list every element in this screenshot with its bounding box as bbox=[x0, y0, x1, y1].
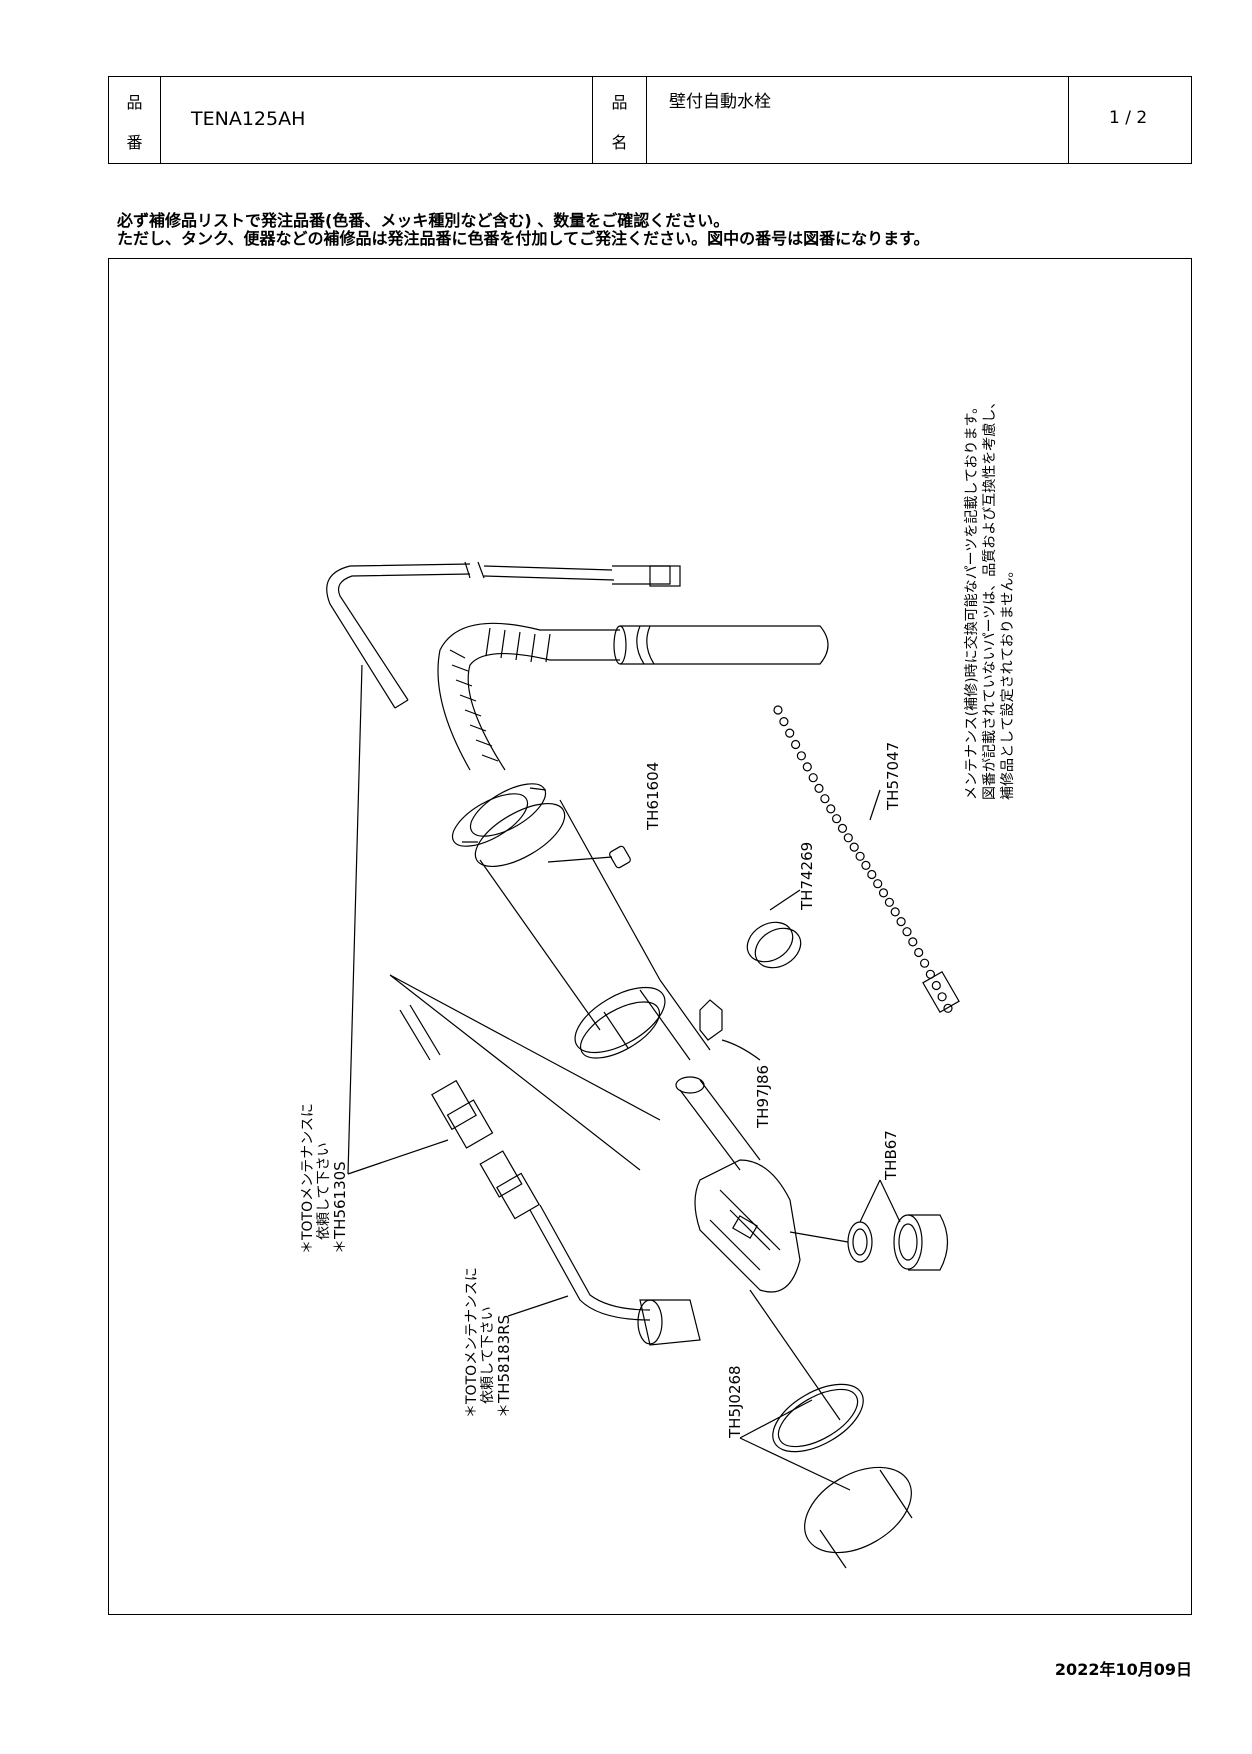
chain-bead bbox=[779, 716, 789, 727]
chain-bead bbox=[861, 860, 871, 871]
clip-th74269 bbox=[746, 921, 802, 969]
chain-bead bbox=[943, 1003, 953, 1013]
chain-bead bbox=[808, 773, 818, 783]
label-th58183rs: ＊TH58183RS bbox=[495, 1315, 513, 1418]
chain-bead bbox=[896, 916, 906, 927]
product-name-cell: 壁付自動水栓 bbox=[647, 77, 1069, 163]
connector-th58183rs bbox=[479, 1150, 701, 1346]
chain-bead bbox=[867, 869, 877, 880]
valve-assembly bbox=[694, 1159, 841, 1421]
order-notes: 必ず補修品リストで発注品番(色番、メッキ種別など含む) 、数量をご確認ください。… bbox=[117, 212, 929, 248]
issue-date: 2022年10月09日 bbox=[1054, 1660, 1192, 1679]
part-number-label-top: 品 bbox=[126, 93, 143, 112]
label-thb67: THB67 bbox=[882, 1130, 900, 1181]
screw-th61604 bbox=[547, 845, 631, 869]
note-th58183rs-line-1: ＊TOTOメンテナンスに bbox=[464, 1267, 480, 1418]
cover-th5j0268 bbox=[772, 1383, 913, 1569]
side-note-line-3: 補修品として設定されておりません。 bbox=[1000, 564, 1016, 800]
label-th57047: TH57047 bbox=[884, 742, 902, 811]
chain-bead bbox=[890, 907, 900, 917]
part-number: TENA125AH bbox=[191, 108, 306, 130]
chain-bead bbox=[902, 927, 912, 937]
order-note-line-2: ただし、タンク、便器などの補修品は発注品番に色番を付加してご発注ください。図中の… bbox=[117, 229, 930, 248]
chain-bead bbox=[855, 851, 865, 861]
label-th61604: TH61604 bbox=[644, 762, 662, 831]
seal-thb67 bbox=[789, 1214, 949, 1271]
chain-bead bbox=[814, 783, 824, 794]
main-body bbox=[474, 799, 666, 1059]
chain-bead bbox=[878, 888, 889, 898]
inner-rods bbox=[639, 979, 761, 1171]
leader-lines bbox=[347, 664, 901, 1491]
chain-bead bbox=[931, 980, 941, 991]
product-name: 壁付自動水栓 bbox=[669, 92, 771, 112]
product-name-label-bottom: 名 bbox=[611, 133, 628, 152]
part-number-label-cell: 品 番 bbox=[109, 77, 161, 163]
chain-bead bbox=[826, 804, 836, 814]
chain-bead bbox=[843, 833, 853, 843]
part-number-label-bottom: 番 bbox=[126, 133, 143, 152]
chain-bead bbox=[884, 897, 895, 907]
chain-bead bbox=[773, 705, 783, 715]
corrugated-hose bbox=[437, 622, 620, 771]
upper-rod bbox=[613, 625, 829, 665]
chain-bead bbox=[831, 814, 842, 824]
bent-rod bbox=[326, 561, 681, 709]
label-th56130s: ＊TH56130S bbox=[331, 1161, 349, 1254]
side-note: メンテナンス(補修)時に交換可能なパーツを記載しております。 図番が記載されてい… bbox=[963, 395, 1016, 800]
chain-th57047 bbox=[773, 705, 960, 1014]
product-name-label-cell: 品 名 bbox=[593, 77, 647, 163]
chain-bead bbox=[820, 794, 830, 804]
exploded-diagram-frame bbox=[108, 258, 1192, 1615]
order-note-line-1: 必ず補修品リストで発注品番(色番、メッキ種別など含む) 、数量をご確認ください。 bbox=[117, 211, 730, 230]
chain-bead bbox=[849, 842, 859, 852]
chain-bead bbox=[785, 728, 795, 738]
label-th97j86: TH97J86 bbox=[754, 1065, 772, 1129]
title-block: 品 番 TENA125AH 品 名 壁付自動水栓 1 / 2 bbox=[108, 76, 1192, 164]
page-cell: 1 / 2 bbox=[1069, 77, 1191, 163]
side-note-line-1: メンテナンス(補修)時に交換可能なパーツを記載しております。 bbox=[963, 400, 980, 800]
chain-tag bbox=[922, 970, 960, 1014]
flange-nut bbox=[451, 783, 547, 847]
label-th74269: TH74269 bbox=[798, 842, 816, 911]
chain-bead bbox=[873, 879, 883, 889]
chain-bead bbox=[914, 947, 924, 958]
note-th56130s-line-2: 依頼して下さい bbox=[316, 1142, 332, 1240]
page-number: 1 / 2 bbox=[1109, 108, 1148, 128]
part-number-cell: TENA125AH bbox=[161, 77, 593, 163]
label-th5j0268: TH5J0268 bbox=[726, 1365, 744, 1439]
chain-bead bbox=[837, 823, 848, 834]
chain-bead bbox=[919, 958, 930, 968]
side-note-line-2: 図番が記載されていないパーツは、品質および互換性を考慮し、 bbox=[981, 395, 998, 800]
note-th56130s-line-1: ＊TOTOメンテナンスに bbox=[300, 1103, 316, 1254]
chain-bead bbox=[790, 739, 801, 750]
note-th58183rs-line-2: 依頼して下さい bbox=[480, 1306, 496, 1404]
product-name-label-top: 品 bbox=[611, 93, 628, 112]
clip-th97j86 bbox=[699, 999, 761, 1061]
connector-th56130s bbox=[389, 974, 661, 1171]
chain-bead bbox=[802, 762, 812, 772]
chain-bead bbox=[937, 992, 947, 1002]
chain-bead bbox=[908, 937, 918, 947]
chain-bead bbox=[796, 751, 807, 761]
